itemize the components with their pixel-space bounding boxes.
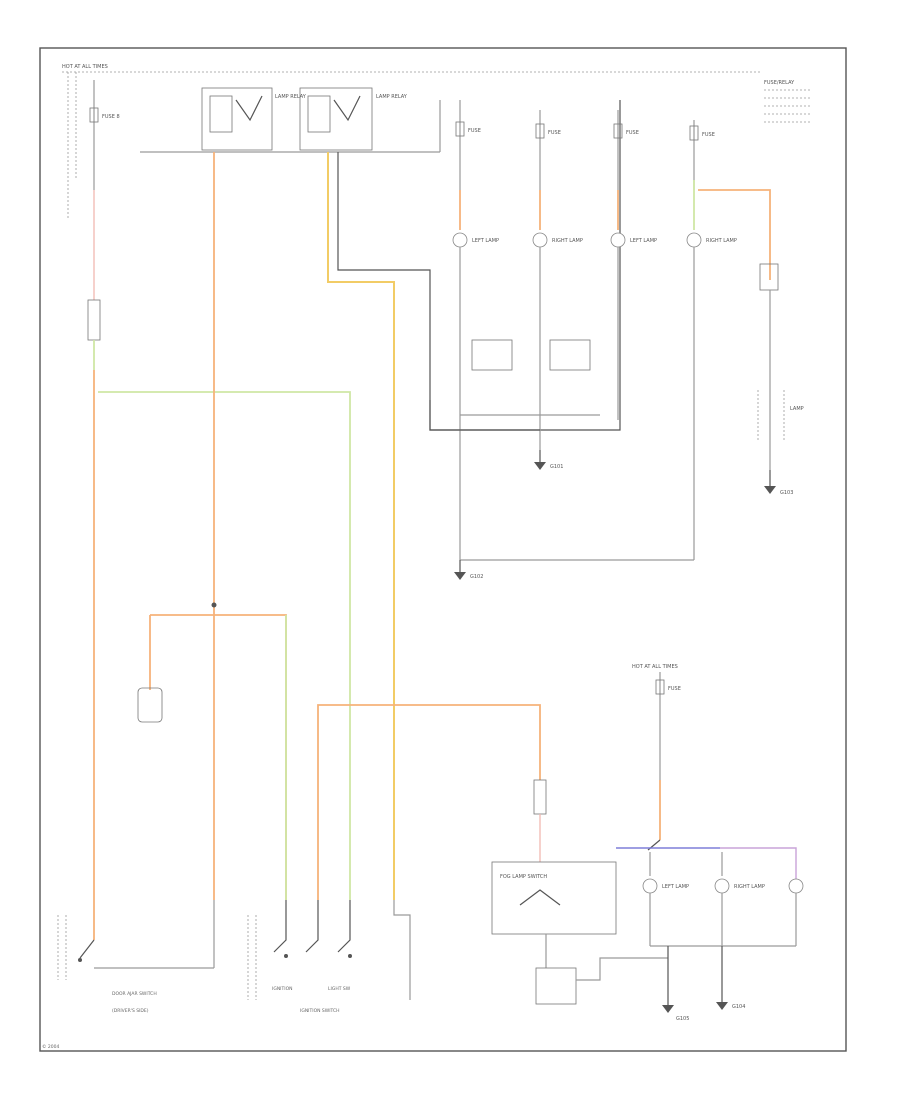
- svg-text:G103: G103: [780, 490, 793, 496]
- ignition-switch: IGNITION LIGHT SW IGNITION SWITCH: [247, 900, 411, 1014]
- svg-text:FUSE: FUSE: [468, 128, 481, 134]
- svg-text:G105: G105: [676, 1016, 689, 1022]
- svg-text:RIGHT LAMP: RIGHT LAMP: [734, 884, 765, 890]
- svg-text:IGNITION: IGNITION: [272, 986, 293, 992]
- fog-connector: [533, 779, 547, 815]
- fuse-left: [89, 107, 99, 123]
- diagram-frame: [39, 47, 847, 1052]
- svg-text:FUSE: FUSE: [626, 130, 639, 136]
- relay-right-label: LAMP RELAY: [376, 94, 408, 100]
- fuse-left-label: FUSE 8: [102, 114, 120, 120]
- svg-text:DOOR AJAR SWITCH: DOOR AJAR SWITCH: [112, 991, 157, 997]
- wire-black-relay: [337, 100, 621, 431]
- svg-text:LEFT LAMP: LEFT LAMP: [662, 884, 689, 890]
- ground-g1: G101: [534, 450, 563, 470]
- relay-left-coil: [209, 95, 233, 133]
- wire-yellow: [327, 152, 395, 900]
- wire-harness-mid: [429, 400, 540, 431]
- ground-g4: G104: [716, 946, 745, 1010]
- ground-g3: G103: [764, 470, 793, 496]
- relay-left-contact: [235, 95, 263, 122]
- hot-at-all-times-label: HOT AT ALL TIMES: [62, 64, 108, 70]
- relay-right-contact: [333, 95, 361, 122]
- hot-lower-label: HOT AT ALL TIMES: [632, 664, 678, 670]
- connector-mid-right: [549, 339, 591, 371]
- page-ref-label: © 2004: [42, 1043, 60, 1050]
- right-component-column: LAMP: [757, 263, 804, 470]
- lower-lamp-1: LEFT LAMP: [642, 852, 689, 946]
- splice-box-left: [87, 299, 101, 341]
- svg-text:LAMP: LAMP: [790, 406, 804, 412]
- relay-right-coil: [307, 95, 331, 133]
- fuse-lower-label: FUSE: [668, 686, 681, 692]
- svg-text:G104: G104: [732, 1004, 745, 1010]
- relay-left-label: LAMP RELAY: [275, 94, 307, 100]
- door-ajar-connector: [137, 687, 163, 723]
- svg-text:(DRIVER'S SIDE): (DRIVER'S SIDE): [112, 1008, 149, 1014]
- lamp-column-1: FUSE LEFT LAMP: [452, 100, 499, 560]
- svg-text:RIGHT LAMP: RIGHT LAMP: [552, 238, 583, 244]
- relay-left: [201, 87, 273, 151]
- fuse-lower: [655, 679, 665, 695]
- fog-relay-box: [535, 967, 577, 1005]
- ground-g2: G102: [454, 560, 483, 580]
- lamp-column-2: FUSE RIGHT LAMP: [532, 110, 583, 450]
- svg-text:LEFT LAMP: LEFT LAMP: [630, 238, 657, 244]
- lower-lamp-3: [788, 878, 804, 946]
- lamp-column-3: FUSE LEFT LAMP: [610, 110, 657, 420]
- wire-door-ajar-orange: [150, 614, 287, 900]
- fuse-relay-label: FUSE/RELAY: [764, 80, 795, 86]
- door-ajar-switch: DOOR AJAR SWITCH (DRIVER'S SIDE): [57, 900, 215, 1014]
- svg-text:LEFT LAMP: LEFT LAMP: [472, 238, 499, 244]
- svg-text:IGNITION SWITCH: IGNITION SWITCH: [300, 1008, 340, 1014]
- ground-g5: G105: [662, 1005, 689, 1022]
- svg-text:FUSE: FUSE: [702, 132, 715, 138]
- svg-text:G102: G102: [470, 574, 483, 580]
- connector-mid-left: [471, 339, 513, 371]
- svg-text:FUSE: FUSE: [548, 130, 561, 136]
- wire-fog-feed: [317, 704, 541, 900]
- svg-text:LIGHT SW: LIGHT SW: [328, 986, 351, 992]
- fog-lamp-switch-box: [491, 861, 617, 935]
- svg-text:RIGHT LAMP: RIGHT LAMP: [706, 238, 737, 244]
- wire-purple-lamps: [720, 847, 797, 880]
- fog-lamp-switch-label: FOG LAMP SWITCH: [500, 874, 547, 880]
- wire-green-horizontal: [98, 391, 351, 900]
- lamp-column-4: FUSE RIGHT LAMP: [686, 120, 771, 560]
- lower-lamp-2: RIGHT LAMP: [714, 852, 765, 946]
- splice-door-ajar: [211, 602, 217, 608]
- fog-switch-contact: [519, 889, 561, 906]
- fog-relay-wire: [576, 957, 668, 981]
- relay-right: [299, 87, 373, 151]
- svg-text:G101: G101: [550, 464, 563, 470]
